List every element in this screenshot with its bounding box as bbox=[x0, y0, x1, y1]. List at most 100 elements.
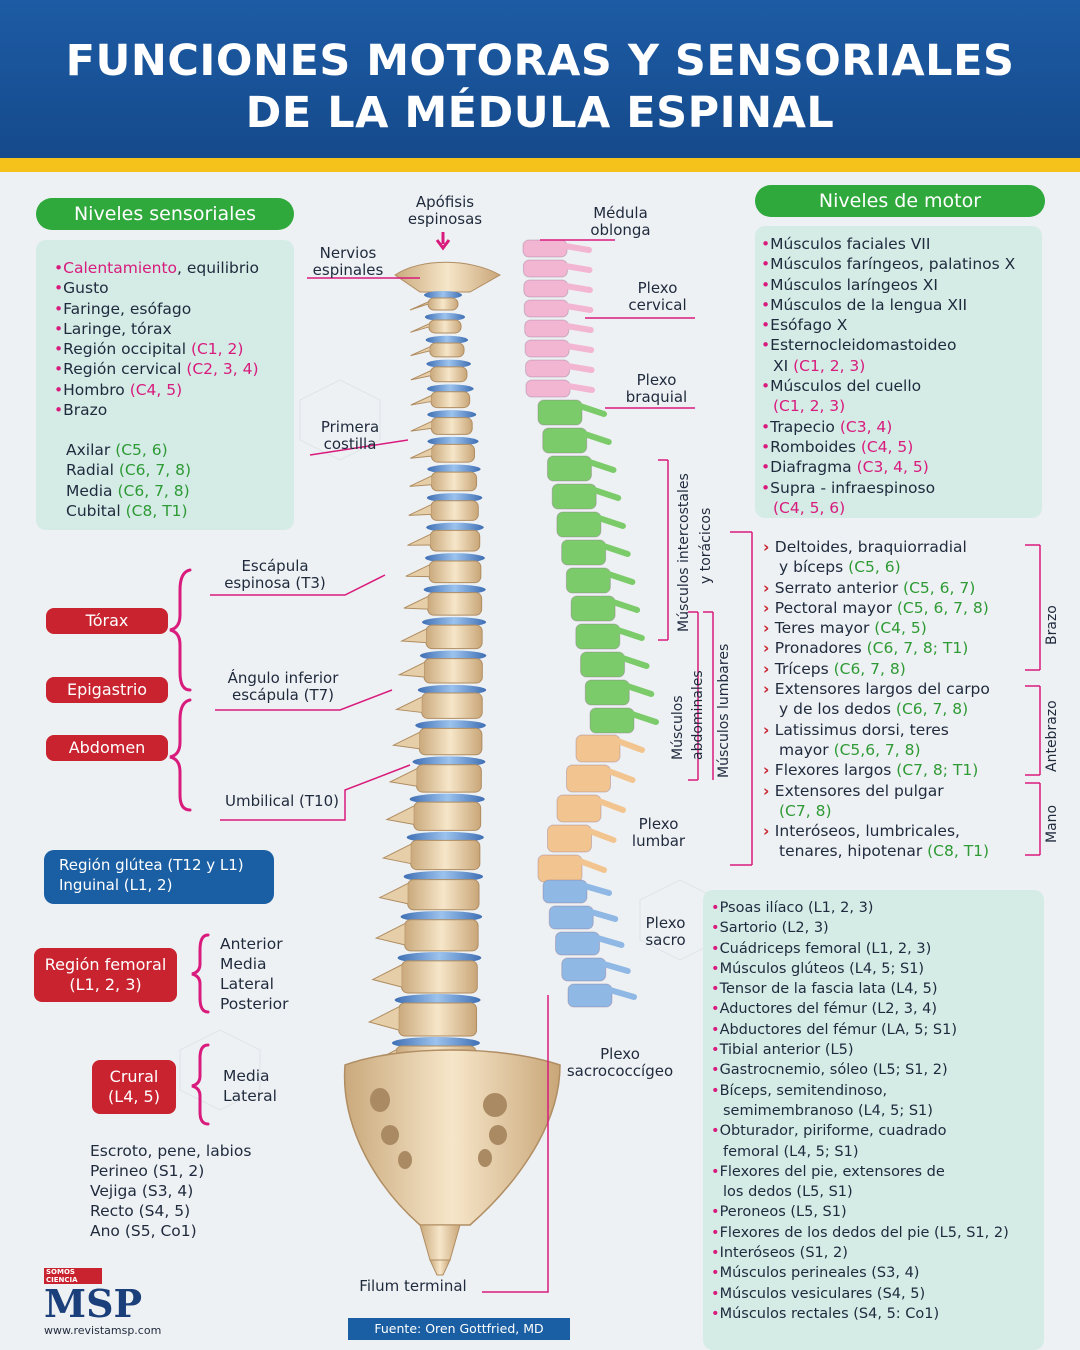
label-escapula-l2: espinosa (T3) bbox=[224, 574, 326, 592]
leg-item-cont: semimembranoso (L4, 5; S1) bbox=[711, 1101, 1009, 1121]
plexus-segment-sacral bbox=[548, 905, 594, 930]
leg-item-text: Interóseos (S1, 2) bbox=[719, 1245, 848, 1262]
bullet-icon: • bbox=[54, 279, 64, 298]
intervertebral-disc bbox=[426, 522, 484, 533]
plexus-segment-cervical bbox=[524, 339, 570, 358]
leg-item-text: semimembranoso (L4, 5; S1) bbox=[723, 1102, 933, 1119]
bullet-icon: • bbox=[711, 1001, 720, 1018]
region-crural: Crural (L4, 5) bbox=[92, 1060, 176, 1114]
leg-item-text: femoral (L4, 5; S1) bbox=[723, 1143, 859, 1160]
leg-item: •Bíceps, semitendinoso, bbox=[711, 1081, 1009, 1101]
bullet-icon: • bbox=[711, 900, 720, 916]
bullet-icon: • bbox=[711, 1245, 720, 1262]
plexus-segment-lumbar bbox=[556, 794, 602, 823]
arm-item: › Teres mayor (C4, 5) bbox=[763, 618, 990, 638]
sensory-item-text: Región cervical bbox=[63, 360, 187, 379]
nerve-root bbox=[577, 858, 607, 873]
arm-item-cont: y de los dedos (C6, 7, 8) bbox=[763, 699, 990, 719]
motor-heading: Niveles de motor bbox=[755, 185, 1045, 217]
arm-item-cont: tenares, hipotenar (C8, T1) bbox=[763, 841, 990, 861]
leg-item: •Sartorio (L2, 3) bbox=[711, 918, 1009, 938]
sensory-item-text: Faringe, esófago bbox=[63, 299, 192, 318]
leg-item: •Gastrocnemio, sóleo (L5; S1, 2) bbox=[711, 1060, 1009, 1080]
vertebra bbox=[427, 297, 459, 311]
vertebra-process bbox=[410, 370, 431, 381]
vertebra bbox=[398, 1002, 478, 1037]
plexus-segment-thoracic bbox=[551, 483, 597, 510]
motor-item: •Músculos de la lengua XII bbox=[761, 295, 1015, 315]
nerve-item-level: (C6, 7, 8) bbox=[117, 481, 190, 500]
motor-item-level: (C3, 4, 5) bbox=[856, 458, 929, 477]
arm-item-level: (C7, 8) bbox=[779, 801, 832, 820]
vertebra bbox=[425, 624, 483, 650]
crural-parts: Media Lateral bbox=[223, 1066, 277, 1106]
chevron-right-icon: › bbox=[763, 781, 775, 800]
region-femoral-line2: (L1, 2, 3) bbox=[69, 975, 142, 994]
bullet-icon: • bbox=[54, 319, 64, 338]
nerve-root bbox=[619, 655, 650, 669]
intervertebral-disc bbox=[426, 359, 471, 369]
label-plexo-cervical: Plexo cervical bbox=[615, 280, 700, 314]
genital-item: Escroto, pene, labios bbox=[90, 1142, 252, 1160]
vertebra-process bbox=[410, 346, 430, 357]
leg-item-text: Cuádriceps femoral (L1, 2, 3) bbox=[719, 940, 932, 957]
label-nervios: Nervios espinales bbox=[298, 245, 398, 279]
arm-item-text: tenares, hipotenar bbox=[779, 842, 928, 861]
motor-item-text: Trapecio bbox=[770, 417, 840, 436]
label-umbilical: Umbilical (T10) bbox=[225, 792, 339, 810]
femoral-parts: Anterior Media Lateral Posterior bbox=[220, 934, 289, 1014]
arrow-down-icon bbox=[435, 232, 451, 251]
bullet-icon: • bbox=[711, 1163, 720, 1180]
plexus-segment-cervical bbox=[523, 279, 569, 298]
label-escapula: Escápula espinosa (T3) bbox=[210, 558, 340, 592]
nerve-root bbox=[562, 263, 593, 273]
msp-logo: SOMOS CIENCIA MSP www.revistamsp.com bbox=[44, 1268, 176, 1337]
intervertebral-disc bbox=[424, 291, 462, 299]
sensory-item-text: Región occipital bbox=[63, 340, 191, 359]
nerve-root bbox=[562, 243, 592, 253]
label-abdominales-2: abdominales bbox=[690, 670, 706, 760]
motor-item-cont: XI (C1, 2, 3) bbox=[761, 356, 1015, 376]
crural-part: Lateral bbox=[223, 1087, 277, 1105]
arm-item-level: (C6, 7, 8; T1) bbox=[866, 639, 969, 658]
sacrum bbox=[343, 1049, 561, 1276]
nerve-item: Cubital (C8, T1) bbox=[66, 501, 191, 521]
nerve-root bbox=[582, 883, 612, 896]
label-medula-l2: oblonga bbox=[590, 221, 651, 239]
bullet-icon: • bbox=[711, 1123, 720, 1140]
nerve-root bbox=[586, 459, 617, 473]
bullet-icon: • bbox=[54, 380, 64, 399]
nerve-root bbox=[564, 363, 595, 373]
region-glutea: Región glútea (T12 y L1) Inguinal (L1, 2… bbox=[44, 850, 274, 904]
vertebra bbox=[429, 366, 468, 383]
motor-item: •Músculos laríngeos XI bbox=[761, 275, 1015, 295]
label-angulo-l1: Ángulo inferior bbox=[227, 669, 339, 687]
plexus-segment-lumbar bbox=[537, 854, 583, 883]
nerve-item-text: Cubital bbox=[66, 501, 126, 520]
arm-item-level: (C5, 6, 7, 8) bbox=[896, 598, 989, 617]
plexus-segment-thoracic bbox=[580, 651, 626, 678]
bullet-icon: • bbox=[761, 316, 771, 335]
nerve-root bbox=[600, 961, 631, 974]
motor-item: •Músculos del cuello bbox=[761, 376, 1015, 396]
vertebra-process bbox=[371, 964, 402, 988]
sensory-item-text: Gusto bbox=[63, 279, 109, 298]
motor-item-cont: (C1, 2, 3) bbox=[761, 396, 1015, 416]
label-braquial-l2: braquial bbox=[625, 388, 688, 406]
arm-item-level: (C7, 8; T1) bbox=[896, 761, 979, 780]
chevron-right-icon: › bbox=[763, 578, 775, 597]
vertebra-process bbox=[409, 475, 432, 487]
arm-item-text: Teres mayor bbox=[774, 619, 875, 638]
leg-item: •Tensor de la fascia lata (L4, 5) bbox=[711, 979, 1009, 999]
label-intercostales: Músculos intercostales bbox=[676, 473, 692, 632]
motor-item-text: Esófago X bbox=[770, 316, 848, 335]
arm-item-text: Pronadores bbox=[774, 639, 867, 658]
nerve-root bbox=[588, 909, 619, 922]
label-sacro-l2: sacro bbox=[645, 931, 686, 949]
nerve-item: Radial (C6, 7, 8) bbox=[66, 460, 191, 480]
bullet-icon: • bbox=[54, 401, 64, 420]
leg-item: •Músculos glúteos (L4, 5; S1) bbox=[711, 959, 1009, 979]
vertebra-process bbox=[403, 596, 428, 610]
motor-item: •Músculos faríngeos, palatinos X bbox=[761, 254, 1015, 274]
logo-url: www.revistamsp.com bbox=[44, 1324, 162, 1337]
